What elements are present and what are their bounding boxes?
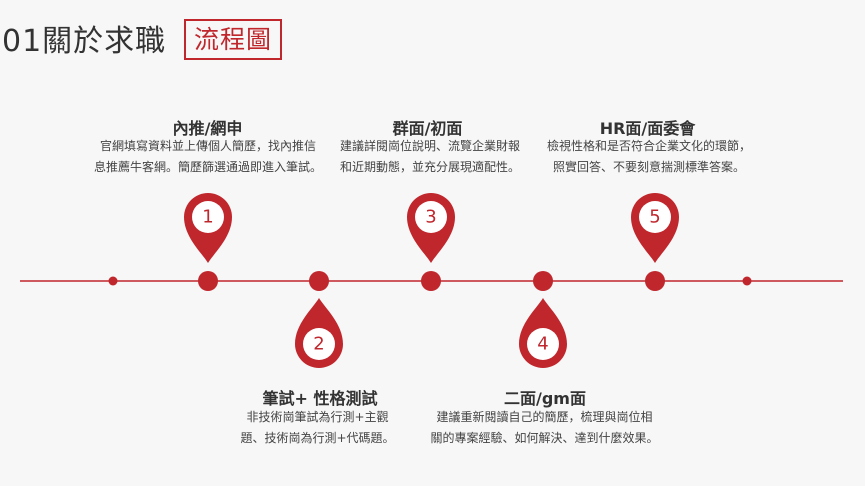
step-5-title: HR面/面委會 <box>599 119 696 138</box>
pin-number-1: 1 <box>202 207 213 228</box>
page-title: 01關於求職 <box>2 24 167 59</box>
map-pin-icon-4: 4 <box>519 298 567 368</box>
pin-number-2: 2 <box>313 334 324 355</box>
timeline-node-5 <box>645 271 665 291</box>
step-2-desc-line2: 題、技術崗為行測+代碼題。 <box>240 431 395 445</box>
step-1-desc-line2: 息推薦牛客網。簡歷篩選通過即進入筆試。 <box>93 160 322 174</box>
step-2-title: 筆試+ 性格測試 <box>262 389 378 408</box>
map-pin-icon-3: 3 <box>407 193 455 263</box>
flowchart-badge: 流程圖 <box>184 19 282 60</box>
timeline-end-dot-left <box>108 276 118 286</box>
step-5-desc-line1: 檢視性格和是否符合企業文化的環節， <box>546 139 751 153</box>
timeline-node-4 <box>533 271 553 291</box>
map-pin-icon-1: 1 <box>184 193 232 263</box>
timeline-node-1 <box>198 271 218 291</box>
map-pin-icon-2: 2 <box>295 298 343 368</box>
step-1-desc-line1: 官網填寫資料並上傳個人簡歷，找內推信 <box>99 139 316 153</box>
step-3-desc-line1: 建議詳閱崗位說明、流覽企業財報 <box>339 139 520 153</box>
pin-number-4: 4 <box>537 334 548 355</box>
map-pin-icon-5: 5 <box>631 193 679 263</box>
step-2-desc-line1: 非技術崗筆試為行測+主觀 <box>246 410 389 424</box>
step-3-desc-line2: 和近期動態，並充分展現適配性。 <box>339 160 520 174</box>
step-4-desc-line1: 建議重新閱讀自己的簡歷，梳理與崗位相 <box>436 410 653 424</box>
step-3-title: 群面/初面 <box>392 119 463 138</box>
step-1-title: 內推/網申 <box>172 119 243 138</box>
timeline-node-3 <box>421 271 441 291</box>
pin-number-5: 5 <box>649 207 660 228</box>
timeline-node-2 <box>309 271 329 291</box>
timeline-end-dot-right <box>742 276 752 286</box>
pin-number-3: 3 <box>425 207 436 228</box>
step-4-title: 二面/gm面 <box>504 389 586 408</box>
step-4-desc-line2: 關的專案經驗、如何解決、達到什麼效果。 <box>430 431 659 445</box>
step-5-desc-line2: 照實回答、不要刻意揣測標準答案。 <box>552 160 745 174</box>
